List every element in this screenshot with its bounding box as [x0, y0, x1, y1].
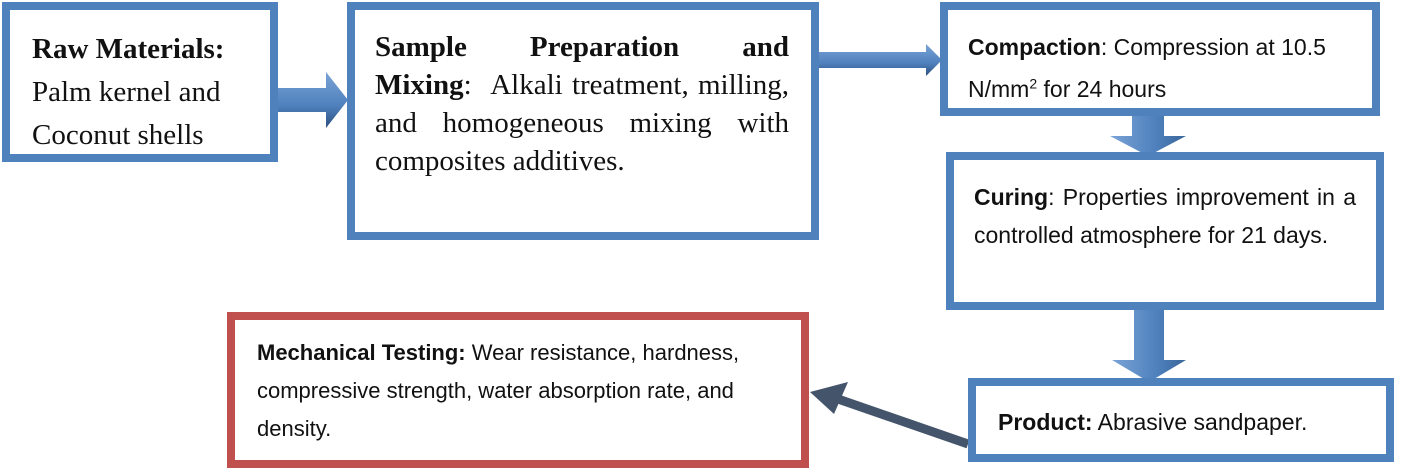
node-text: Alkali treatment, milling, and homogeneo…: [375, 69, 789, 177]
node-title: Compaction: [968, 34, 1101, 60]
node-title: Raw Materials:: [32, 33, 225, 65]
node-title: Sample Preparation and Mixing: [375, 31, 789, 101]
node-title: Curing: [974, 184, 1049, 210]
arrow-compaction-to-curing-icon: [1110, 114, 1186, 156]
node-compaction: Compaction: Compression at 10.5 N/mm2 fo…: [940, 2, 1380, 116]
node-mechanical-testing: Mechanical Testing: Wear resistance, har…: [227, 312, 809, 468]
separator: :: [1100, 34, 1114, 60]
node-text: Compression at 10.5 N/mm: [968, 34, 1326, 102]
arrow-raw-to-sample-icon: [276, 72, 348, 128]
arrow-curing-to-product-icon: [1112, 310, 1186, 382]
node-title: Mechanical Testing:: [257, 340, 466, 365]
node-raw-materials: Raw Materials: Palm kernel and Coconut s…: [2, 2, 278, 162]
node-curing: Curing: Properties improvement in a cont…: [946, 152, 1384, 310]
node-sample-preparation: Sample Preparation and Mixing: Alkali tr…: [347, 2, 819, 240]
node-product: Product: Abrasive sandpaper.: [968, 378, 1394, 462]
node-text: Properties improvement in a controlled a…: [974, 184, 1357, 248]
node-text: Abrasive sandpaper.: [1092, 409, 1308, 435]
arrow-sample-to-compaction-icon: [818, 44, 942, 76]
separator: :: [1048, 184, 1063, 210]
node-text-end: for 24 hours: [1037, 76, 1167, 102]
node-text: Wear resistance, hardness, compressive s…: [257, 340, 740, 441]
node-title: Product:: [998, 409, 1093, 435]
superscript: 2: [1029, 75, 1038, 92]
node-text: Palm kernel and Coconut shells: [32, 76, 221, 151]
separator: :: [463, 69, 472, 101]
arrow-product-to-testing-icon: [810, 382, 848, 414]
